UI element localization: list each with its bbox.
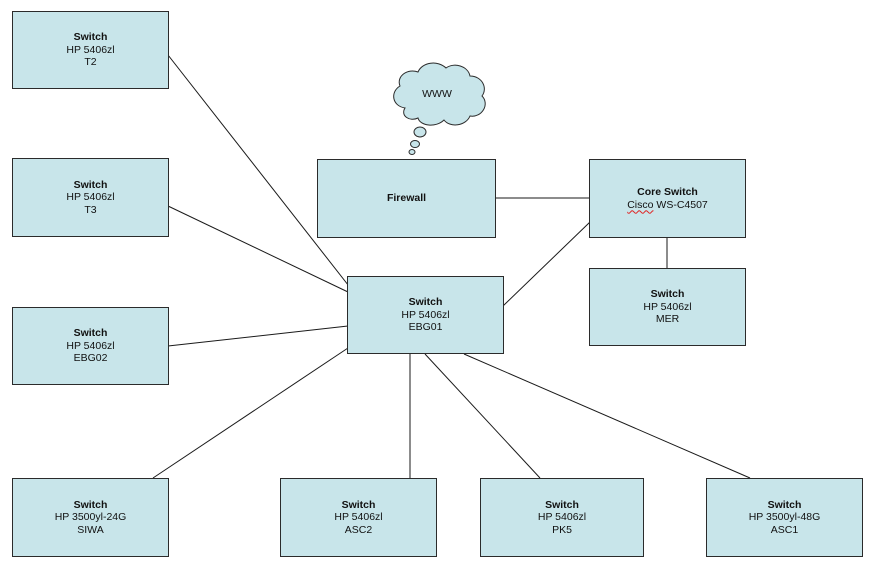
link-t3-ebg01	[167, 205, 349, 293]
switch-siwa: Switch HP 3500yl-24G SIWA	[12, 478, 169, 557]
link-pk5-ebg01	[424, 353, 541, 479]
node-name: EBG01	[408, 321, 443, 334]
node-type: Switch	[767, 498, 802, 511]
switch-mer: Switch HP 5406zl MER	[589, 268, 746, 346]
node-type: Firewall	[386, 192, 427, 205]
link-ebg01-core	[502, 221, 591, 307]
cloud-label: WWW	[422, 88, 452, 100]
node-name: ASC2	[344, 523, 373, 536]
switch-ebg01: Switch HP 5406zl EBG01	[347, 276, 504, 354]
node-type: Switch	[73, 178, 108, 191]
node-model: HP 5406zl	[334, 511, 383, 524]
node-model: HP 5406zl	[643, 300, 692, 313]
node-name: MER	[655, 313, 680, 326]
switch-t2: Switch HP 5406zl T2	[12, 11, 169, 89]
node-name: PK5	[552, 523, 572, 536]
node-type: Switch	[545, 498, 579, 511]
link-t2-ebg01	[167, 54, 353, 291]
switch-asc1: Switch HP 3500yl-48G ASC1	[706, 478, 863, 557]
link-asc1-ebg01	[463, 353, 751, 479]
node-type: Switch	[408, 296, 443, 309]
internet-cloud	[393, 62, 486, 155]
node-type: Core Switch	[637, 186, 698, 198]
node-type: Switch	[73, 498, 108, 511]
node-type: Switch	[650, 288, 685, 301]
node-name: T2	[84, 56, 97, 69]
node-type: Switch	[73, 327, 108, 340]
node-model: HP 5406zl	[66, 191, 115, 204]
link-siwa-ebg01	[152, 347, 349, 479]
switch-ebg02: Switch HP 5406zl EBG02	[12, 307, 169, 385]
node-name: ASC1	[770, 523, 799, 536]
node-model: Cisco WS-C4507	[627, 199, 708, 212]
core-switch: Core Switch Cisco WS-C4507	[589, 159, 746, 238]
node-name: SIWA	[77, 523, 104, 536]
node-type: Switch	[341, 498, 376, 511]
firewall: Firewall	[317, 159, 496, 238]
link-ebg02-ebg01	[167, 325, 349, 347]
node-model: HP 5406zl	[401, 308, 450, 321]
node-model: HP 3500yl-24G	[54, 511, 127, 524]
node-name: EBG02	[73, 352, 108, 365]
switch-t3: Switch HP 5406zl T3	[12, 158, 169, 237]
node-name: T3	[84, 203, 97, 216]
spellcheck-word: Cisco	[627, 198, 654, 211]
node-model-rest: WS-C4507	[656, 198, 708, 211]
node-model: HP 3500yl-48G	[748, 511, 821, 524]
node-model: HP 5406zl	[66, 339, 115, 352]
node-model: HP 5406zl	[66, 43, 115, 56]
node-type: Switch	[73, 31, 108, 44]
switch-asc2: Switch HP 5406zl ASC2	[280, 478, 437, 557]
node-model: HP 5406zl	[537, 511, 587, 524]
switch-pk5: Switch HP 5406zl PK5	[480, 478, 644, 557]
